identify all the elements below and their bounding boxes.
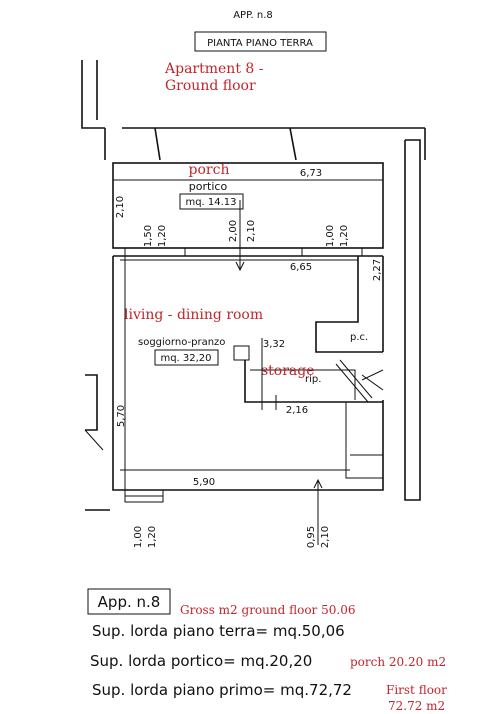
first-floor-translation-line1: First floor — [386, 683, 447, 697]
porch-outline — [112, 162, 384, 257]
dim-storage-length: 3,32 — [263, 339, 285, 350]
dim-bottom-door-width: 0,95 — [306, 526, 317, 548]
summary-line-ground: Sup. lorda piano terra= mq.50,06 — [92, 622, 345, 640]
dim-porch-depth: 2,10 — [115, 196, 126, 218]
dim-living-width: 6,65 — [290, 262, 312, 273]
portico-label: portico — [189, 180, 228, 193]
translated-title-line1: Apartment 8 - — [164, 61, 264, 77]
dim-bottom-width: 5,90 — [193, 477, 215, 488]
dim-right-window-height: 1,20 — [339, 225, 350, 247]
dim-door-width: 2,00 — [228, 220, 239, 242]
storage-translation: storage — [261, 363, 315, 379]
entrance-arrow-bottom — [313, 478, 323, 545]
dim-right-window-width: 1,00 — [325, 225, 336, 247]
apartment-outline — [112, 256, 384, 503]
dimension-lines — [113, 179, 383, 490]
dim-bottom-window-width: 1,00 — [133, 526, 144, 548]
living-label: soggiorno-pranzo — [138, 337, 225, 348]
living-translation: living - dining room — [124, 307, 263, 323]
app-code: APP. n.8 — [233, 10, 273, 21]
summary-line-first-floor: Sup. lorda piano primo= mq.72,72 — [92, 681, 352, 699]
dim-living-depth: 5,70 — [116, 405, 127, 427]
living-area-box — [154, 349, 219, 366]
translated-title-line2: Ground floor — [165, 78, 256, 94]
living-area: mq. 32,20 — [160, 353, 211, 364]
first-floor-translation-line2: 72.72 m2 — [388, 699, 445, 713]
portico-area: mq. 14.13 — [185, 197, 236, 208]
dim-bottom-door-height: 2,10 — [320, 526, 331, 548]
sheet-title-box — [194, 31, 327, 52]
dim-bottom-window-height: 1,20 — [147, 526, 158, 548]
context-walls — [81, 60, 426, 511]
dim-pc-depth: 2,27 — [372, 259, 383, 281]
gross-ground-translation: Gross m2 ground floor 50.06 — [180, 603, 355, 617]
dim-door-height: 2,10 — [246, 220, 257, 242]
dim-porch-width: 6,73 — [300, 168, 322, 179]
rip-label: rip. — [305, 374, 321, 385]
summary-box — [87, 588, 171, 615]
sheet-title: PIANTA PIANO TERRA — [207, 38, 313, 49]
porch-area-translation: porch 20.20 m2 — [350, 655, 446, 669]
pc-label: p.c. — [350, 332, 368, 343]
portico-area-box — [179, 193, 244, 210]
dim-storage-width: 2,16 — [286, 405, 308, 416]
entrance-arrow-top — [235, 200, 245, 272]
porch-translation: porch — [189, 162, 230, 178]
dim-window-height: 1,50 — [143, 225, 154, 247]
dim-window-width: 1,20 — [157, 225, 168, 247]
summary-box-label: App. n.8 — [98, 593, 161, 611]
summary-line-porch: Sup. lorda portico= mq.20,20 — [90, 652, 312, 670]
